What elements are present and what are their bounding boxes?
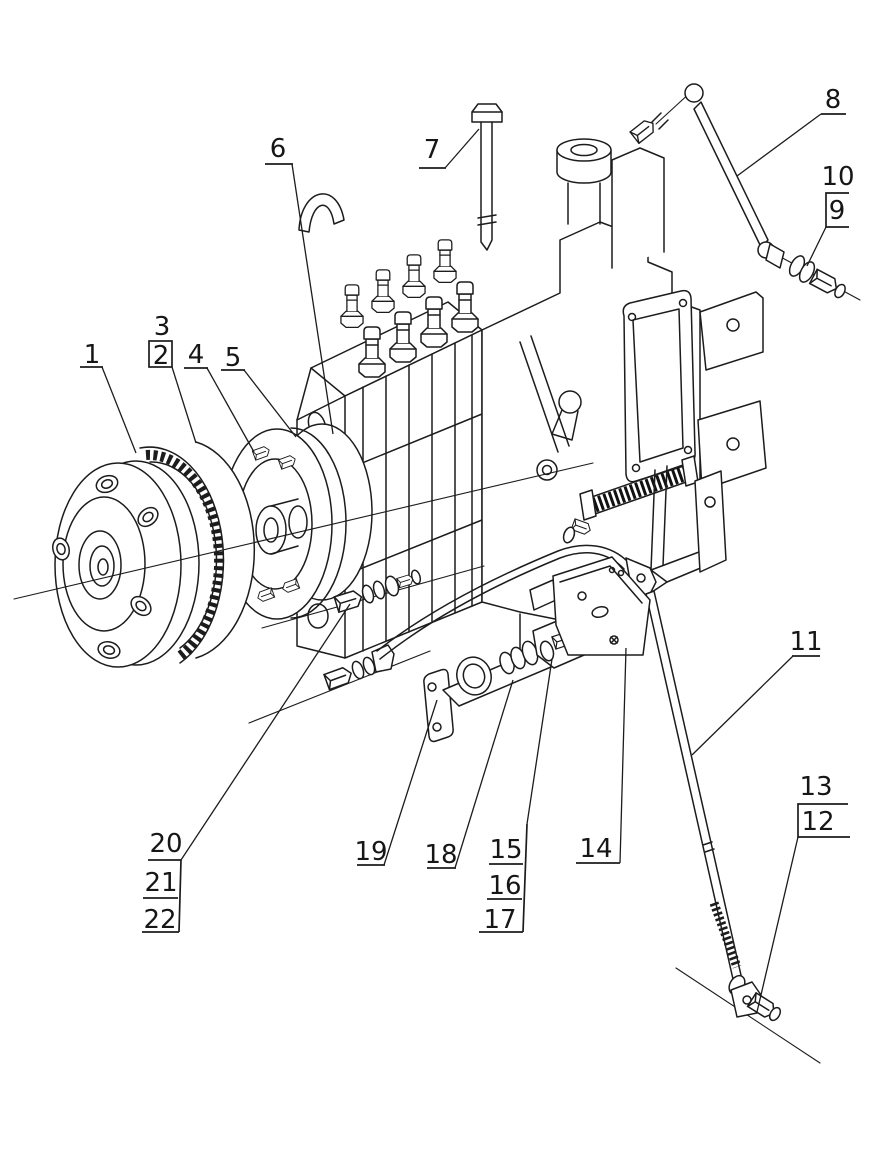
callout-21-label: 21: [144, 868, 177, 898]
callout-15-label: 15: [489, 835, 522, 865]
callout-11-label: 11: [789, 627, 822, 657]
support-bracket: [529, 556, 651, 656]
callout-10-label: 10: [821, 162, 854, 192]
fuel-pipe: [376, 518, 630, 660]
callout-13-label: 13: [799, 772, 832, 802]
callout-11: 11: [691, 627, 823, 756]
callout-6-label: 6: [270, 134, 287, 164]
governor-spring: [579, 455, 699, 521]
callout-2-label: 2: [153, 341, 170, 371]
callout-7: 7: [419, 128, 480, 169]
callout-20-21-22: 20 21 22: [142, 603, 351, 935]
callout-12-label: 12: [801, 807, 834, 837]
callout-4: 4: [184, 340, 255, 453]
elbow-fitting-bottom: [728, 974, 782, 1022]
callout-16-label: 16: [488, 871, 521, 901]
callout-13-12: 13 12: [756, 772, 850, 1013]
damper-coupling-disc: [52, 460, 200, 668]
support-frame: [519, 465, 727, 667]
stud-bolt: [471, 103, 503, 251]
mounting-bracket-upper: [699, 291, 764, 371]
callout-5: 5: [221, 343, 297, 438]
mounting-bracket-lower: [697, 400, 767, 491]
oil-pipe-rod: [684, 83, 785, 269]
callout-8-label: 8: [825, 85, 842, 115]
governor-housing: [481, 112, 767, 667]
callout-3-label: 3: [154, 312, 171, 342]
callout-14-label: 14: [579, 834, 612, 864]
oil-pipe-port-fitting: [629, 112, 669, 144]
callout-22-label: 22: [143, 905, 176, 935]
callout-8: 8: [736, 85, 846, 177]
callout-19-label: 19: [354, 837, 387, 867]
callout-19: 19: [354, 699, 438, 867]
banjo-bolt-washer: [788, 255, 846, 299]
callouts: 1 3 2 4 5 6 7: [80, 85, 855, 1013]
callout-3-2: 3 2: [148, 312, 197, 444]
callout-4-label: 4: [188, 340, 205, 370]
callout-5-label: 5: [225, 343, 242, 373]
banjo-fitting-upper: [333, 569, 422, 613]
callout-1: 1: [80, 340, 137, 454]
callout-10-9: 10 9: [806, 162, 855, 267]
callout-15-16-17: 15 16 17: [479, 658, 553, 935]
callout-20-label: 20: [149, 829, 182, 859]
lifting-hook: [298, 193, 345, 233]
callout-18: 18: [424, 679, 514, 870]
callout-1-label: 1: [84, 340, 101, 370]
callout-9-label: 9: [829, 196, 846, 226]
callout-7-label: 7: [424, 135, 441, 165]
callout-6: 6: [265, 134, 334, 435]
callout-18-label: 18: [424, 840, 457, 870]
governor-cover-plate: [622, 289, 696, 483]
callout-14: 14: [576, 647, 627, 864]
callout-17-label: 17: [483, 905, 516, 935]
